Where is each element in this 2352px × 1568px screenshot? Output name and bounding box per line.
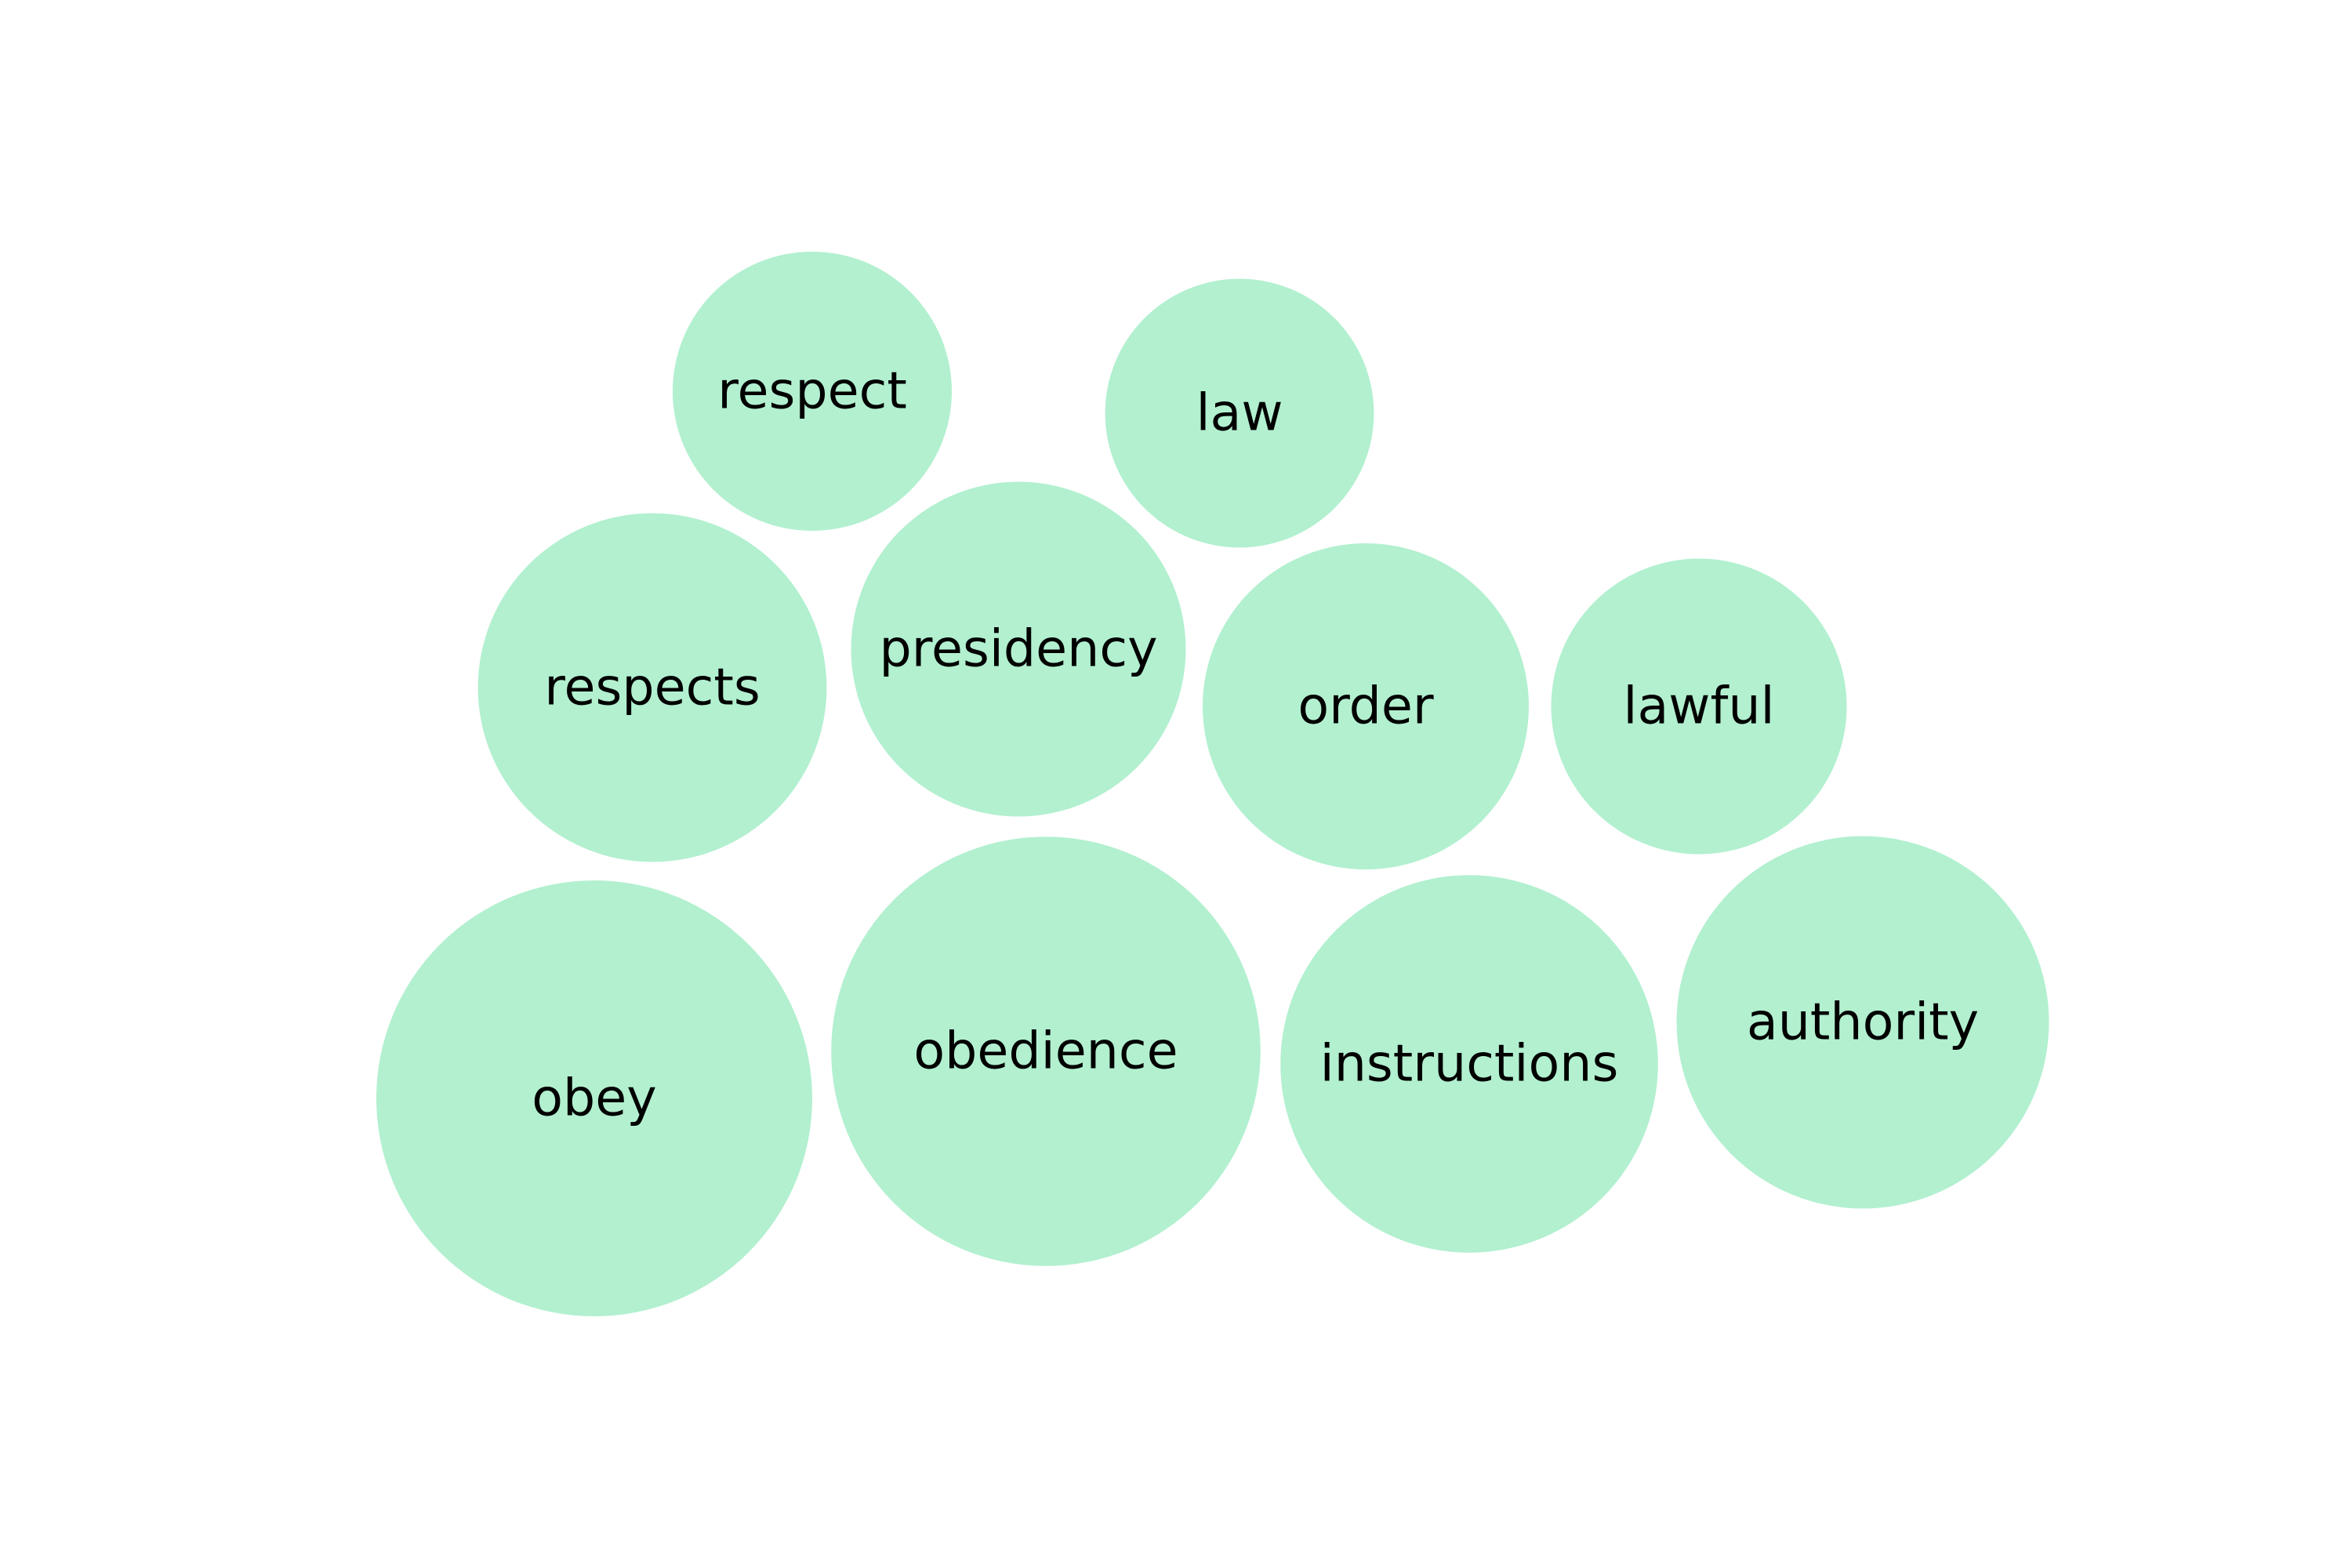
bubble-label-lawful: lawful bbox=[1623, 677, 1774, 736]
bubble-instructions: instructions bbox=[1280, 875, 1658, 1253]
bubble-order: order bbox=[1203, 543, 1529, 869]
bubble-label-respect: respect bbox=[717, 362, 907, 421]
bubble-circle-law bbox=[1105, 278, 1374, 548]
bubble-respect: respect bbox=[673, 252, 952, 531]
bubble-law: law bbox=[1105, 278, 1374, 548]
bubble-respects: respects bbox=[477, 513, 827, 862]
bubble-circle-authority bbox=[1676, 836, 2049, 1209]
bubble-label-obey: obey bbox=[532, 1069, 657, 1128]
bubble-label-law: law bbox=[1196, 384, 1283, 443]
bubble-label-obedience: obedience bbox=[913, 1022, 1178, 1081]
bubble-circle-order bbox=[1203, 543, 1529, 869]
bubble-circle-lawful bbox=[1551, 558, 1847, 855]
bubble-label-order: order bbox=[1298, 677, 1434, 736]
bubble-circle-respect bbox=[673, 252, 952, 531]
bubble-obedience: obedience bbox=[831, 837, 1261, 1266]
bubble-presidency: presidency bbox=[851, 481, 1186, 817]
bubble-circle-obedience bbox=[831, 837, 1261, 1266]
bubble-label-respects: respects bbox=[544, 659, 760, 717]
bubble-authority: authority bbox=[1676, 836, 2049, 1209]
bubble-circle-respects bbox=[477, 513, 827, 862]
bubble-circle-instructions bbox=[1280, 875, 1658, 1253]
bubble-circle-obey bbox=[376, 880, 812, 1316]
bubble-lawful: lawful bbox=[1551, 558, 1847, 855]
bubble-label-instructions: instructions bbox=[1320, 1035, 1619, 1094]
bubble-label-authority: authority bbox=[1747, 993, 1979, 1052]
bubble-circle-presidency bbox=[851, 481, 1186, 817]
bubble-obey: obey bbox=[376, 880, 812, 1316]
bubble-label-presidency: presidency bbox=[879, 620, 1157, 679]
